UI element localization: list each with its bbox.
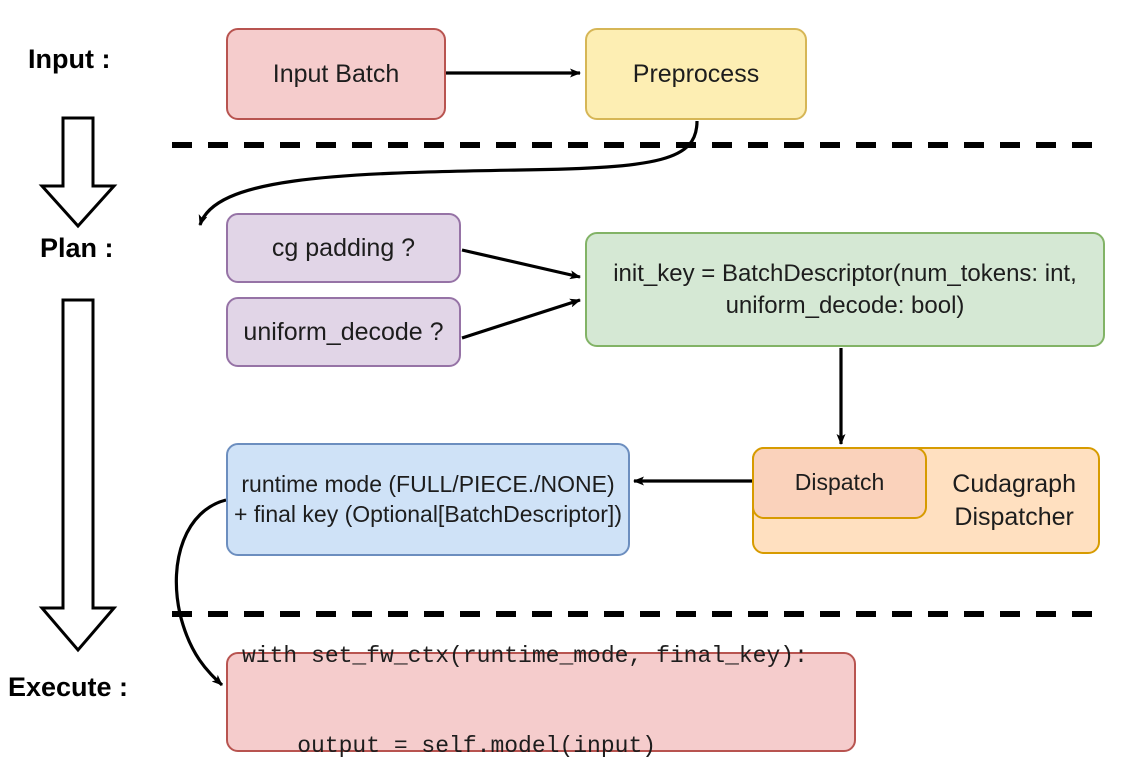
node-runtime-mode[interactable]: runtime mode (FULL/PIECE./NONE) + final … — [226, 443, 630, 556]
stage-label-execute: Execute : — [8, 672, 129, 702]
input-to-plan-arrow — [38, 116, 118, 229]
node-uniform-decode[interactable]: uniform_decode ? — [226, 297, 461, 367]
node-runtime-mode-line1: runtime mode (FULL/PIECE./NONE) — [241, 470, 615, 497]
node-runtime-mode-line2: + final key (Optional[BatchDescriptor]) — [234, 500, 622, 527]
node-init-key[interactable]: init_key = BatchDescriptor(num_tokens: i… — [585, 232, 1105, 347]
node-init-key-line1: init_key = BatchDescriptor(num_tokens: i… — [613, 260, 1077, 288]
node-cudagraph-dispatcher-line1: Cudagraph — [952, 470, 1076, 498]
stage-label-plan: Plan : — [40, 233, 114, 263]
node-input-batch[interactable]: Input Batch — [226, 28, 446, 120]
node-cg-padding-label: cg padding ? — [271, 233, 416, 262]
node-code-block-line2: output = self.model(input) — [242, 732, 657, 759]
node-code-block-line1: with set_fw_ctx(runtime_mode, final_key)… — [242, 643, 808, 670]
node-cudagraph-dispatcher-line2: Dispatcher — [954, 502, 1074, 531]
node-cg-padding[interactable]: cg padding ? — [226, 213, 461, 283]
node-preprocess-label: Preprocess — [632, 59, 760, 88]
node-dispatch[interactable]: Dispatch — [752, 447, 927, 519]
connector-runtime-mode-to-code-block — [174, 498, 227, 687]
connector-preprocess-to-cg-padding — [198, 120, 699, 226]
node-input-batch-label: Input Batch — [272, 59, 400, 88]
node-uniform-decode-label: uniform_decode ? — [243, 317, 444, 346]
connector-uniform-decode-to-init-key — [461, 298, 581, 340]
node-init-key-line2: uniform_decode: bool) — [725, 291, 965, 319]
stage-label-input: Input : — [28, 44, 111, 74]
connector-cg-padding-to-init-key — [461, 248, 581, 280]
node-preprocess[interactable]: Preprocess — [585, 28, 807, 120]
plan-to-execute-arrow — [38, 298, 118, 653]
node-dispatch-label: Dispatch — [794, 469, 885, 496]
node-code-block[interactable]: with set_fw_ctx(runtime_mode, final_key)… — [226, 643, 856, 759]
